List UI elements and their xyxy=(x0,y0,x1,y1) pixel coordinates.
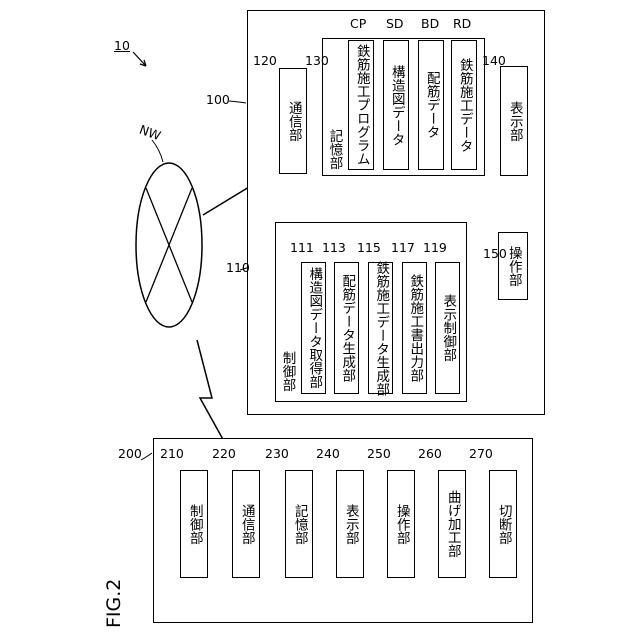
machine-cutting-unit: 切断部 xyxy=(489,470,517,578)
server-storage-ref: 130 xyxy=(305,55,329,68)
storage-item-bar-arrangement-data: 配筋データ xyxy=(418,40,444,170)
wireless-link xyxy=(197,340,230,452)
machine-unit-250-ref: 250 xyxy=(367,448,391,461)
server-control-ref: 110 xyxy=(226,262,250,275)
storage-structure-ref: SD xyxy=(386,18,404,31)
server-storage-label: 記憶部 xyxy=(327,129,341,170)
control-item-document-output: 鉄筋施工書出力部 xyxy=(402,262,427,394)
storage-program-ref: CP xyxy=(350,18,366,31)
server-display-ref: 140 xyxy=(482,55,506,68)
server-control-label: 制御部 xyxy=(280,351,294,392)
machine-display-unit: 表示部 xyxy=(336,470,364,578)
control-item-117-ref: 117 xyxy=(391,242,415,255)
control-item-arrangement-generation: 配筋データ生成部 xyxy=(334,262,359,394)
machine-unit-220-ref: 220 xyxy=(212,448,236,461)
storage-item-structure-data: 構造図データ xyxy=(383,40,409,170)
control-item-structure-acquisition: 構造図データ取得部 xyxy=(301,262,326,394)
server-operation-unit: 操作部 xyxy=(498,232,528,300)
server-display-unit: 表示部 xyxy=(500,66,528,176)
figure-label: FIG.2 xyxy=(103,579,125,628)
control-item-111-ref: 111 xyxy=(290,242,314,255)
server-ref: 100 xyxy=(206,94,230,107)
storage-item-program: 鉄筋施工プログラム xyxy=(348,40,374,170)
machine-control-unit: 制御部 xyxy=(180,470,208,578)
machine-bending-unit: 曲げ加工部 xyxy=(438,470,466,578)
system-ref-arrow xyxy=(133,52,146,66)
machine-unit-230-ref: 230 xyxy=(265,448,289,461)
control-item-119-ref: 119 xyxy=(423,242,447,255)
control-item-construction-generation: 鉄筋施工データ生成部 xyxy=(368,262,393,394)
server-communication-unit: 通信部 xyxy=(279,68,307,174)
machine-unit-260-ref: 260 xyxy=(418,448,442,461)
control-item-115-ref: 115 xyxy=(357,242,381,255)
machine-operation-unit: 操作部 xyxy=(387,470,415,578)
server-operation-ref: 150 xyxy=(483,248,507,261)
server-communication-ref: 120 xyxy=(253,55,277,68)
server-operation-label: 操作部 xyxy=(506,246,520,287)
machine-communication-unit: 通信部 xyxy=(232,470,260,578)
machine-unit-270-ref: 270 xyxy=(469,448,493,461)
storage-arrangement-ref: BD xyxy=(421,18,439,31)
machine-storage-unit: 記憶部 xyxy=(285,470,313,578)
control-item-display-control: 表示制御部 xyxy=(435,262,460,394)
storage-item-construction-data: 鉄筋施工データ xyxy=(451,40,477,170)
machine-unit-240-ref: 240 xyxy=(316,448,340,461)
control-item-113-ref: 113 xyxy=(322,242,346,255)
server-communication-label: 通信部 xyxy=(286,101,300,142)
storage-construction-ref: RD xyxy=(453,18,471,31)
server-display-label: 表示部 xyxy=(507,101,521,142)
system-ref-label: 10 xyxy=(114,40,130,53)
machine-unit-210-ref: 210 xyxy=(160,448,184,461)
machine-ref: 200 xyxy=(118,448,142,461)
